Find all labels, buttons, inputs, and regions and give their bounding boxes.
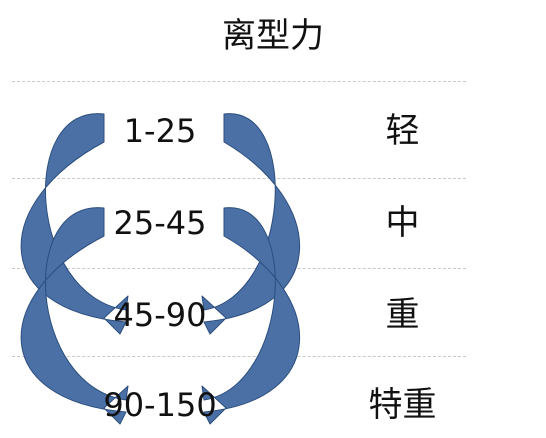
row-divider (12, 81, 466, 82)
curved-arrow-left-0-to-2 (20, 113, 129, 335)
level-row: 1-25 轻 (0, 109, 546, 153)
level-label: 重 (385, 295, 420, 335)
diagram-title: 离型力 (222, 16, 324, 56)
row-divider (12, 268, 466, 269)
level-label: 特重 (368, 385, 437, 425)
row-divider (12, 356, 466, 357)
level-row: 45-90 重 (0, 293, 546, 337)
range-label: 25-45 (113, 204, 207, 242)
curved-arrow-left-1-to-3 (20, 207, 129, 425)
level-label: 轻 (385, 111, 420, 151)
level-label: 中 (385, 203, 420, 243)
level-row: 90-150 特重 (0, 383, 546, 427)
curved-arrow-right-1-to-3 (201, 207, 301, 425)
row-divider (12, 178, 466, 179)
level-row: 25-45 中 (0, 201, 546, 245)
range-label: 45-90 (113, 296, 207, 334)
range-label: 1-25 (123, 112, 197, 150)
range-label: 90-150 (103, 386, 217, 424)
